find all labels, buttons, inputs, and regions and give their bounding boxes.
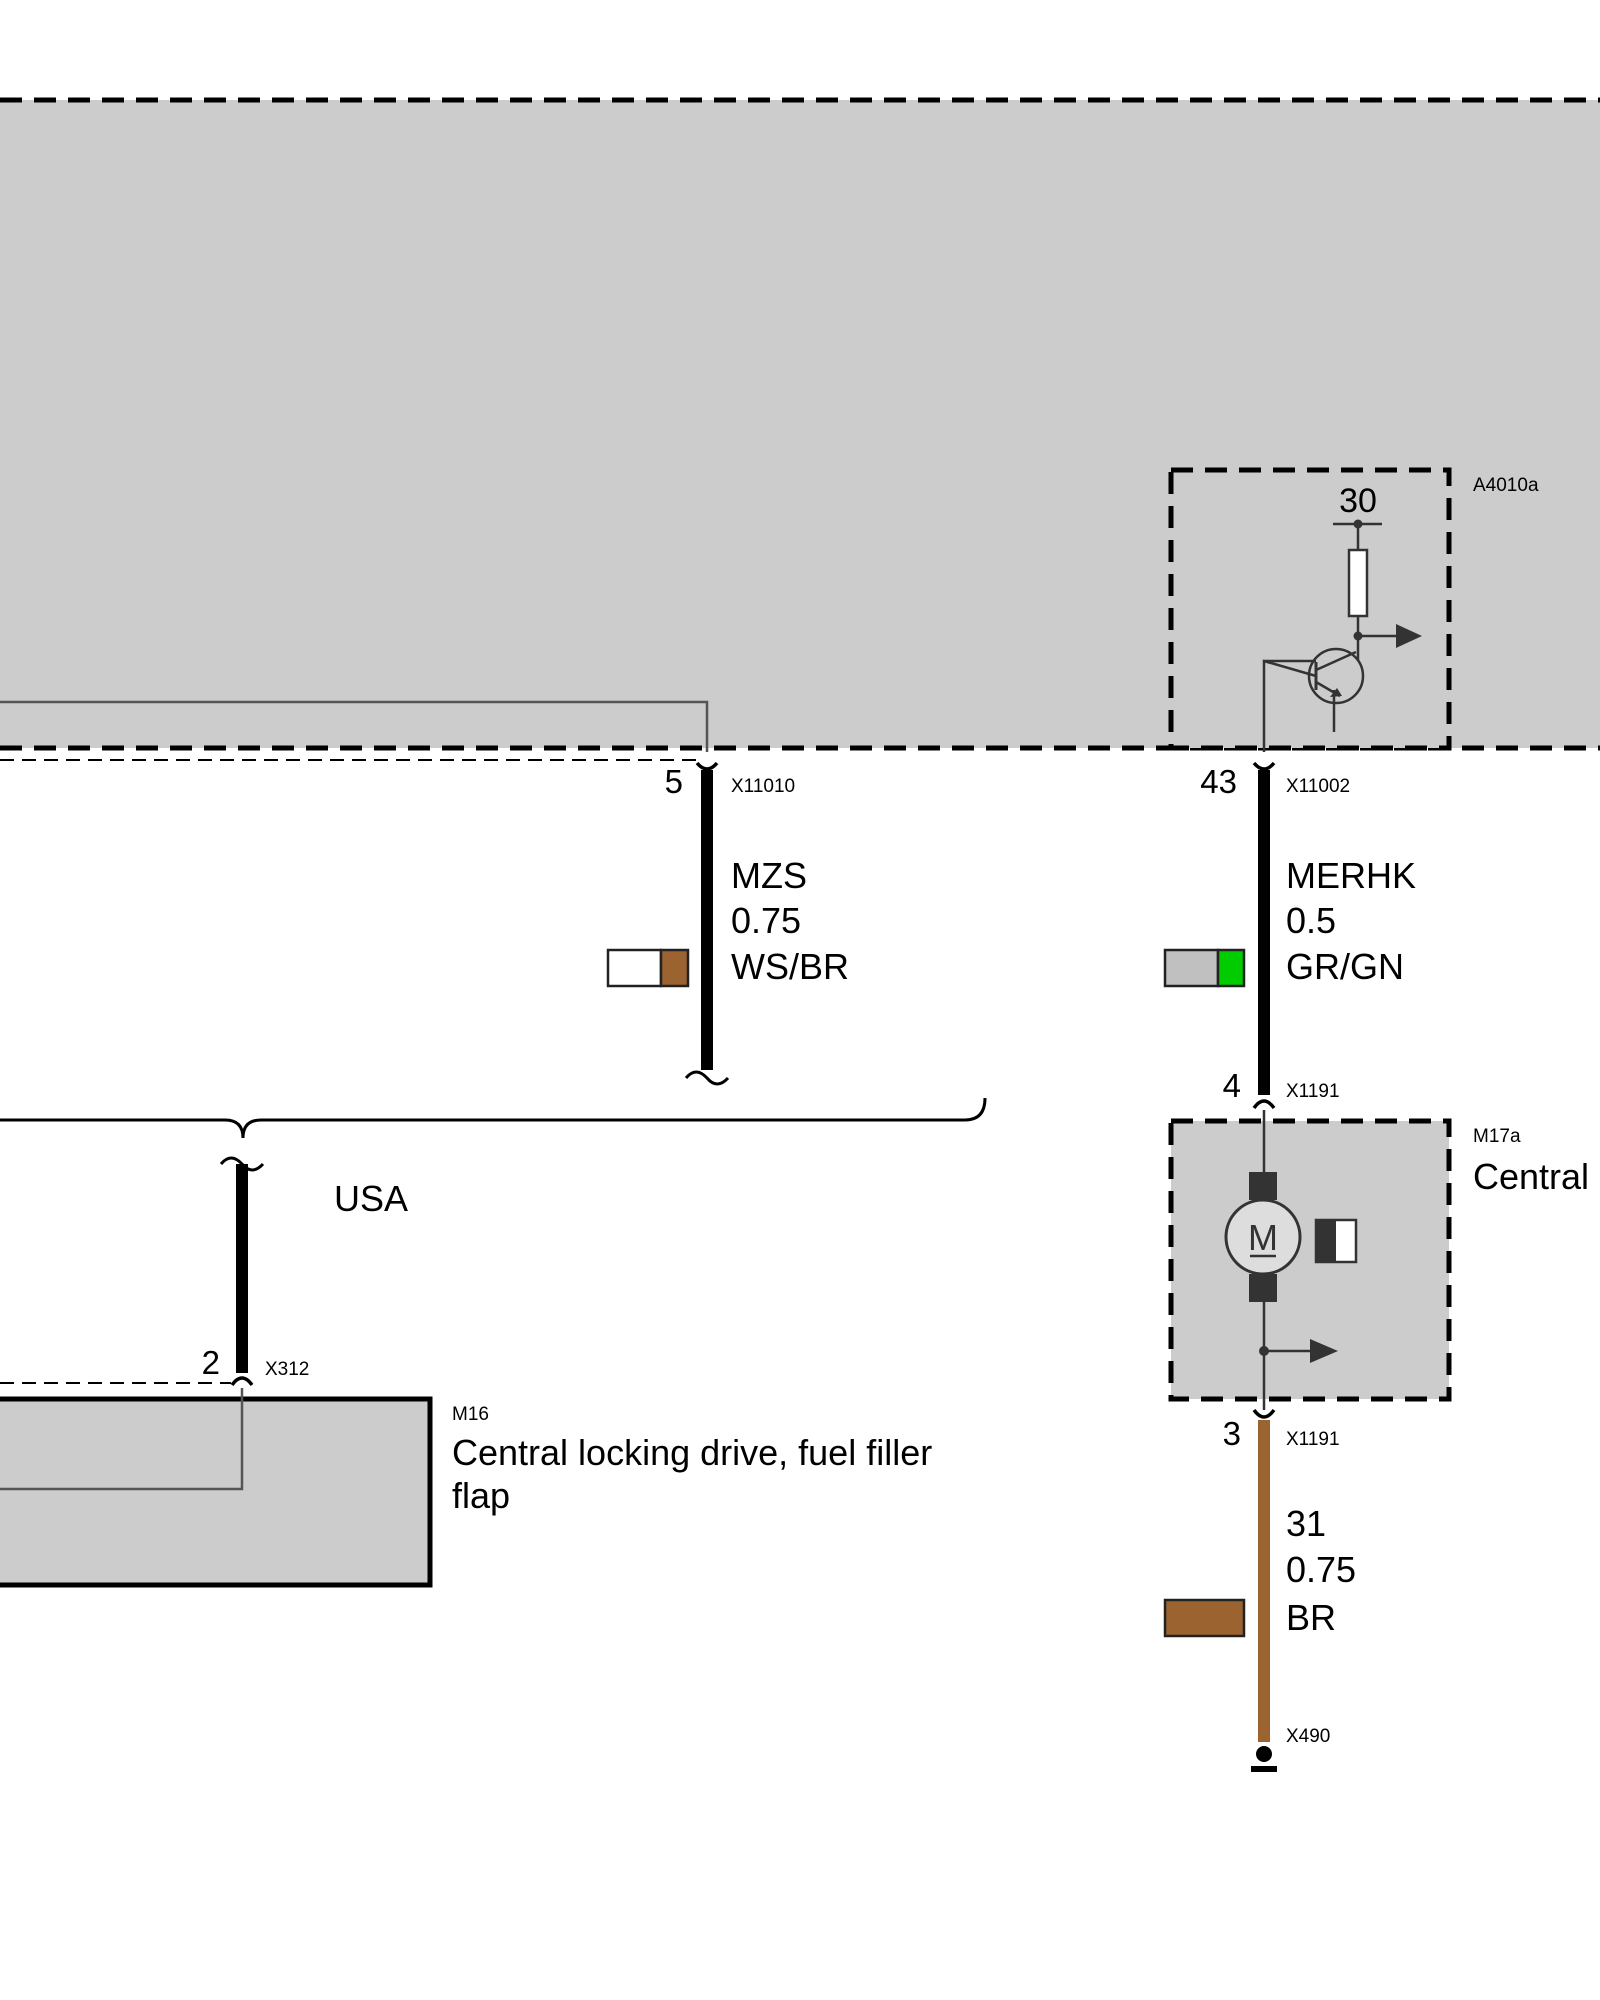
- option-label-usa: USA: [334, 1178, 408, 1219]
- m16-name-line1: Central locking drive, fuel filler: [452, 1432, 932, 1473]
- component-m17a: M17a Central M: [1168, 1110, 1589, 1410]
- mzs-color-swatch: [606, 948, 690, 988]
- motor-symbol: M: [1248, 1217, 1278, 1258]
- merhk-gauge: 0.5: [1286, 900, 1336, 941]
- m16-name-line2: flap: [452, 1475, 510, 1516]
- m16-id: M16: [452, 1404, 489, 1425]
- m17a-pin-bottom: 3: [1223, 1415, 1241, 1452]
- wire-ground: 3 X1191 31 0.75 BR X490: [1163, 1408, 1356, 1772]
- m17a-output-arrow-icon: [1310, 1339, 1338, 1363]
- wire-m16: 2 X312: [202, 1156, 309, 1387]
- module-a4010a-id: A4010a: [1473, 475, 1539, 496]
- control-module: [0, 97, 1600, 752]
- ground-icon: [1251, 1746, 1277, 1772]
- component-m16: M16 Central locking drive, fuel filler f…: [0, 1388, 932, 1588]
- mzs-gauge: 0.75: [731, 900, 801, 941]
- ground-connector: X490: [1286, 1726, 1330, 1747]
- merhk-pin-top: 43: [1200, 763, 1237, 800]
- module-a4010a: A4010a 30: [1168, 467, 1539, 752]
- internal-line-mzs: [0, 700, 709, 752]
- ground-color-code: BR: [1286, 1597, 1336, 1638]
- switch-icon: [1314, 1218, 1358, 1264]
- m16-pin: 2: [202, 1344, 220, 1381]
- ground-color-swatch: [1163, 1598, 1246, 1638]
- resistor-icon: [1347, 548, 1369, 618]
- option-brace: [0, 1097, 987, 1139]
- ground-gauge: 0.75: [1286, 1549, 1356, 1590]
- mzs-color-code: WS/BR: [731, 946, 849, 987]
- m17a-name: Central: [1473, 1156, 1589, 1197]
- merhk-connector-bottom: X1191: [1286, 1081, 1340, 1102]
- output-arrow-icon: [1396, 624, 1422, 648]
- merhk-color-code: GR/GN: [1286, 946, 1404, 987]
- m17a-connector-bottom: X1191: [1286, 1429, 1340, 1450]
- ground-signal: 31: [1286, 1503, 1326, 1544]
- mzs-pin: 5: [665, 763, 683, 800]
- wire-merhk: 43 X11002 MERHK 0.5 GR/GN 4 X1191: [1163, 761, 1416, 1110]
- wire-mzs: 5 X11010 MZS 0.75 WS/BR: [606, 761, 849, 1086]
- merhk-connector-top: X11002: [1286, 776, 1350, 797]
- merhk-color-swatch: [1163, 948, 1246, 988]
- motor-icon: M: [1224, 1172, 1302, 1302]
- merhk-pin-bottom: 4: [1223, 1067, 1241, 1104]
- mzs-signal: MZS: [731, 855, 807, 896]
- m17a-id: M17a: [1473, 1126, 1521, 1147]
- supply-pin-label: 30: [1339, 482, 1377, 520]
- m16-connector: X312: [265, 1359, 309, 1380]
- transistor-icon: [1307, 647, 1365, 732]
- merhk-signal: MERHK: [1286, 855, 1416, 896]
- mzs-connector: X11010: [731, 776, 795, 797]
